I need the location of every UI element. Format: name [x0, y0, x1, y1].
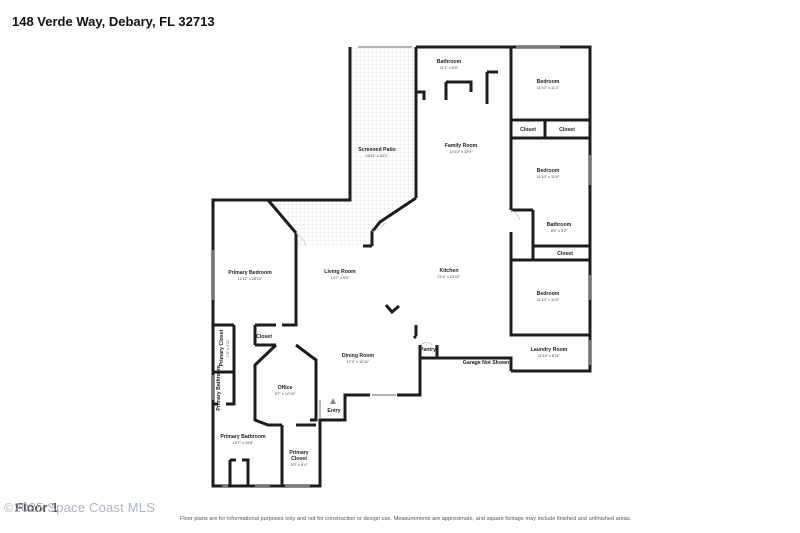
label-bedroom-3: Bedroom [537, 291, 560, 297]
label-family-room: Family Room [445, 143, 478, 149]
dims-dining-room: 17'3" x 10'11" [347, 360, 370, 364]
label-bedroom-2: Bedroom [537, 168, 560, 174]
label-entry: Entry [327, 408, 340, 414]
mls-watermark: ©2025 Space Coast MLS [4, 500, 156, 515]
dims-bathroom-top: 11'1" x 6'9" [440, 66, 459, 70]
dims-bedroom-3: 11'10" x 11'9" [537, 298, 560, 302]
label-office: Office [278, 385, 293, 391]
label-primary-bathroom-vertical: Primary Bathroom [216, 365, 222, 411]
entry-arrow [330, 398, 336, 404]
property-address: 148 Verde Way, Debary, FL 32713 [12, 14, 215, 29]
label-garage: Garage Not Shown [463, 360, 509, 366]
dims-primary-bathroom: 10'7" x 19'6" [233, 441, 254, 445]
dims-bathroom-mid: 8'0" x 5'2" [551, 229, 568, 233]
label-primary-closet-2: Primary [289, 450, 308, 456]
label-closet-1: Closet [520, 127, 536, 133]
label-bathroom-top: Bathroom [437, 59, 462, 65]
label-primary-closet: Primary Closet [219, 329, 225, 366]
label-closet-3: Closet [557, 251, 573, 257]
doors [295, 209, 521, 346]
dims-laundry-room: 11'10" x 5'11" [538, 354, 561, 358]
label-screened-patio: Screened Patio [358, 147, 395, 153]
label-closet-4: Closet [256, 334, 272, 340]
dims-screened-patio: 23'11" x 31'1" [366, 154, 389, 158]
label-primary-bedroom: Primary Bedroom [228, 270, 272, 276]
label-living-room: Living Room [324, 269, 356, 275]
dims-kitchen: 21'6" x 23'10" [438, 275, 462, 279]
label-bathroom-mid: Bathroom [547, 222, 572, 228]
label-bedroom-1: Bedroom [537, 79, 560, 85]
windows [212, 46, 591, 487]
label-primary-bathroom: Primary Bathroom [220, 434, 266, 440]
label-dining-room: Dining Room [342, 353, 375, 359]
dims-family-room: 14'10" x 18'9" [450, 150, 474, 154]
dims-living-room: 13'7" x 9'9" [331, 276, 350, 280]
label-closet-2: Closet [559, 127, 575, 133]
label-laundry-room: Laundry Room [531, 347, 568, 353]
label-primary-closet-2b: Closet [291, 456, 307, 462]
dims-office: 9'7" x 12'10" [275, 392, 296, 396]
dims-bedroom-2: 11'10" x 11'6" [537, 175, 560, 179]
label-kitchen: Kitchen [439, 268, 458, 274]
dims-primary-closet-2: 5'2" x 8'4" [291, 463, 308, 467]
screened-patio-floor [268, 47, 415, 245]
walls [211, 45, 592, 488]
dims-bedroom-1: 11'10" x 11'2" [537, 86, 560, 90]
dims-primary-bedroom: 12'11" x 28'10" [238, 277, 263, 281]
label-pantry: Pantry [420, 347, 436, 353]
dims-primary-closet: 7'3" x 4'11" [226, 338, 230, 357]
disclaimer-text: Floor plans are for informational purpos… [180, 516, 632, 522]
floor-label: Floor 1 [15, 500, 59, 515]
